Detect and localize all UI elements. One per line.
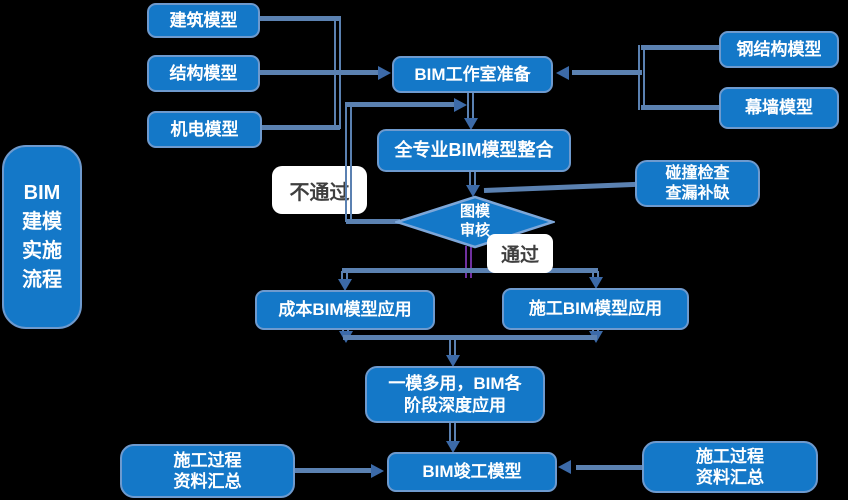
node-collision-check-line1: 碰撞检查 xyxy=(665,164,730,182)
node-steel-model-label: 钢结构模型 xyxy=(736,39,822,59)
arrowhead-into-asbuilt-top xyxy=(446,441,460,453)
node-cost-app: 成本BIM模型应用 xyxy=(255,290,435,330)
arrowhead-into-workshop-right xyxy=(556,66,569,80)
node-review-text: 图模 审核 xyxy=(395,196,555,248)
node-archive-left-line2: 资料汇总 xyxy=(173,472,242,491)
connector-multiuse-to-asbuilt xyxy=(449,422,456,443)
node-building-model: 建筑模型 xyxy=(147,3,260,38)
connector-collision-to-review xyxy=(483,181,636,193)
node-collision-check-line2: 查漏补缺 xyxy=(665,184,730,202)
connector-integration-to-review xyxy=(469,172,476,188)
label-pass: 通过 xyxy=(487,234,553,273)
connector-structure-to-workshop xyxy=(258,70,380,75)
node-collision-check: 碰撞检查 查漏补缺 xyxy=(635,160,760,207)
node-cost-app-label: 成本BIM模型应用 xyxy=(278,300,412,320)
node-mep-model-label: 机电模型 xyxy=(170,119,239,139)
connector-fail-loop-top xyxy=(346,102,456,107)
connector-archive-left-to-asbuilt xyxy=(295,468,373,473)
arrowhead-fail-loop xyxy=(454,98,467,112)
connector-fail-loop-bottom xyxy=(346,219,400,224)
node-archive-right-line1: 施工过程 xyxy=(696,446,764,466)
connector-mep-to-collector xyxy=(260,125,340,130)
node-curtain-model-label: 幕墙模型 xyxy=(745,98,813,118)
node-curtain-model: 幕墙模型 xyxy=(719,87,839,129)
node-review-line2: 审核 xyxy=(459,222,490,239)
node-construction-app-label: 施工BIM模型应用 xyxy=(528,299,663,319)
connector-steel-to-collector xyxy=(641,45,721,50)
arrowhead-into-integration xyxy=(464,118,478,130)
label-pass-text: 通过 xyxy=(500,245,539,266)
title-line-3: 实施 xyxy=(22,240,62,262)
label-fail: 不通过 xyxy=(272,166,367,214)
title-panel: BIM 建模 实施 流程 xyxy=(2,145,82,329)
title-line-4: 流程 xyxy=(22,269,62,291)
arrowhead-into-review xyxy=(466,185,480,197)
arrowhead-into-workshop-left xyxy=(378,66,391,80)
node-construction-app: 施工BIM模型应用 xyxy=(502,288,689,330)
node-structure-model-label: 结构模型 xyxy=(169,63,238,83)
title-line-2: 建模 xyxy=(22,211,62,233)
connector-workshop-to-integration xyxy=(467,93,474,120)
node-steel-model: 钢结构模型 xyxy=(719,31,839,68)
arrowhead-into-cost-app xyxy=(338,279,352,291)
connector-review-pass-stem xyxy=(465,246,472,278)
connector-collector-to-workshop xyxy=(572,70,642,75)
node-asbuilt-model-label: BIM竣工模型 xyxy=(422,462,522,482)
node-archive-left: 施工过程 资料汇总 xyxy=(120,444,295,498)
connector-merge-to-multiuse xyxy=(449,338,456,357)
node-archive-right-line2: 资料汇总 xyxy=(696,468,764,487)
connector-archive-right-to-asbuilt xyxy=(576,465,642,470)
arrowhead-into-asbuilt-left xyxy=(371,464,384,478)
arrowhead-into-multiuse xyxy=(446,355,460,367)
connector-merge-bar xyxy=(343,335,597,340)
node-structure-model: 结构模型 xyxy=(147,55,260,92)
node-archive-right: 施工过程 资料汇总 xyxy=(642,441,818,493)
connector-curtain-to-collector xyxy=(641,105,721,110)
node-integration: 全专业BIM模型整合 xyxy=(377,129,571,172)
connector-split-to-construction xyxy=(592,271,599,278)
label-fail-text: 不通过 xyxy=(289,181,350,204)
node-integration-label: 全专业BIM模型整合 xyxy=(394,140,554,161)
connector-pass-split-bar xyxy=(342,268,598,273)
node-workshop-prep: BIM工作室准备 xyxy=(392,56,553,93)
title-line-1: BIM xyxy=(23,182,61,204)
node-multi-use-line1: 一模多用，BIM各 xyxy=(388,374,522,394)
connector-right-collector-vertical xyxy=(638,45,645,110)
node-multi-use: 一模多用，BIM各 阶段深度应用 xyxy=(365,366,545,423)
arrowhead-into-asbuilt-right xyxy=(558,460,571,474)
node-archive-left-line1: 施工过程 xyxy=(173,450,242,470)
node-multi-use-line2: 阶段深度应用 xyxy=(404,395,506,415)
connector-split-to-cost xyxy=(341,271,348,280)
connector-building-to-collector xyxy=(258,16,340,21)
node-asbuilt-model: BIM竣工模型 xyxy=(387,452,557,492)
connector-fail-loop-vertical xyxy=(345,102,352,222)
node-building-model-label: 建筑模型 xyxy=(169,10,238,30)
node-workshop-prep-label: BIM工作室准备 xyxy=(414,64,531,84)
node-mep-model: 机电模型 xyxy=(147,111,262,148)
node-review-line1: 图模 xyxy=(459,203,490,221)
arrowhead-into-construction-app xyxy=(589,277,603,289)
